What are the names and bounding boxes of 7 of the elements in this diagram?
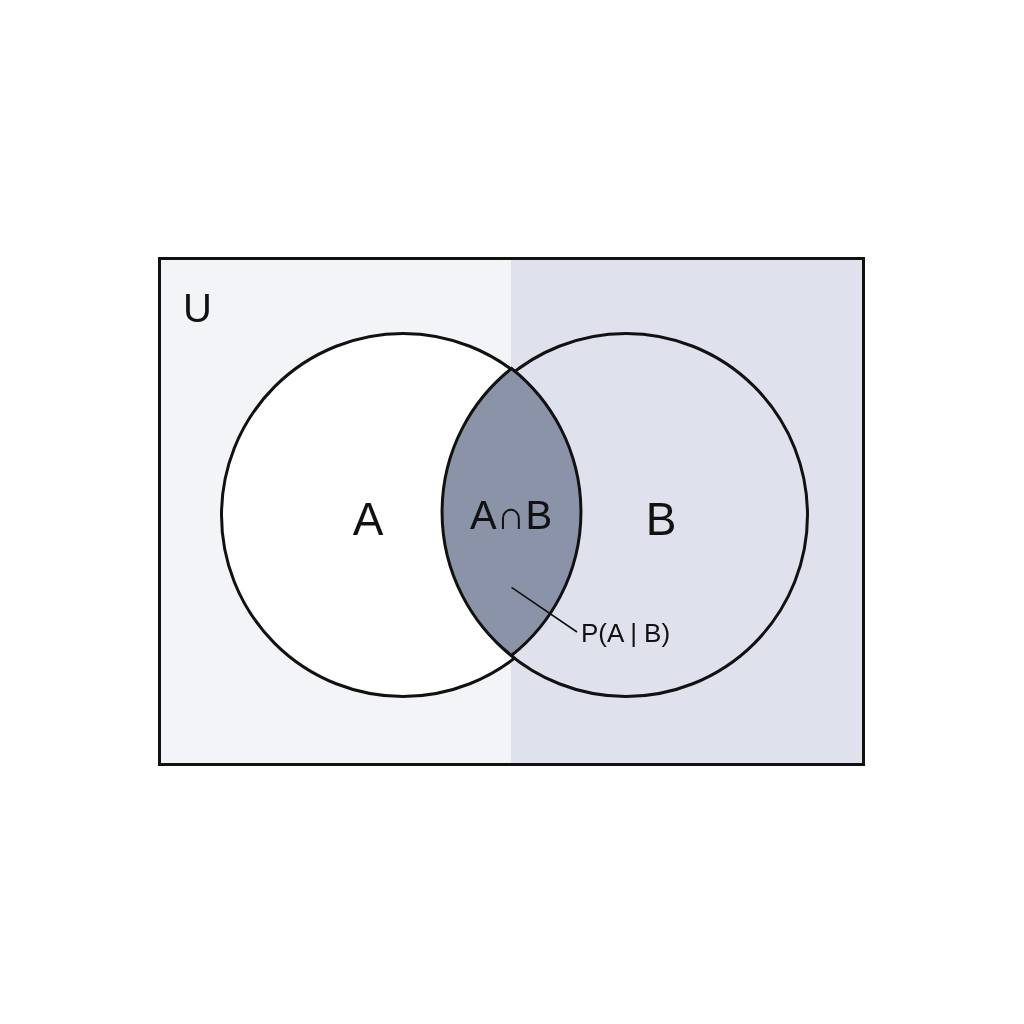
leader-line (510, 586, 578, 633)
universe-label: U (183, 288, 212, 328)
universe-frame (158, 257, 865, 766)
intersection-label: A∩B (469, 495, 553, 535)
set-label: B (645, 496, 677, 542)
set-label: A (352, 496, 384, 542)
probability-label: P(A | B) (581, 620, 671, 646)
